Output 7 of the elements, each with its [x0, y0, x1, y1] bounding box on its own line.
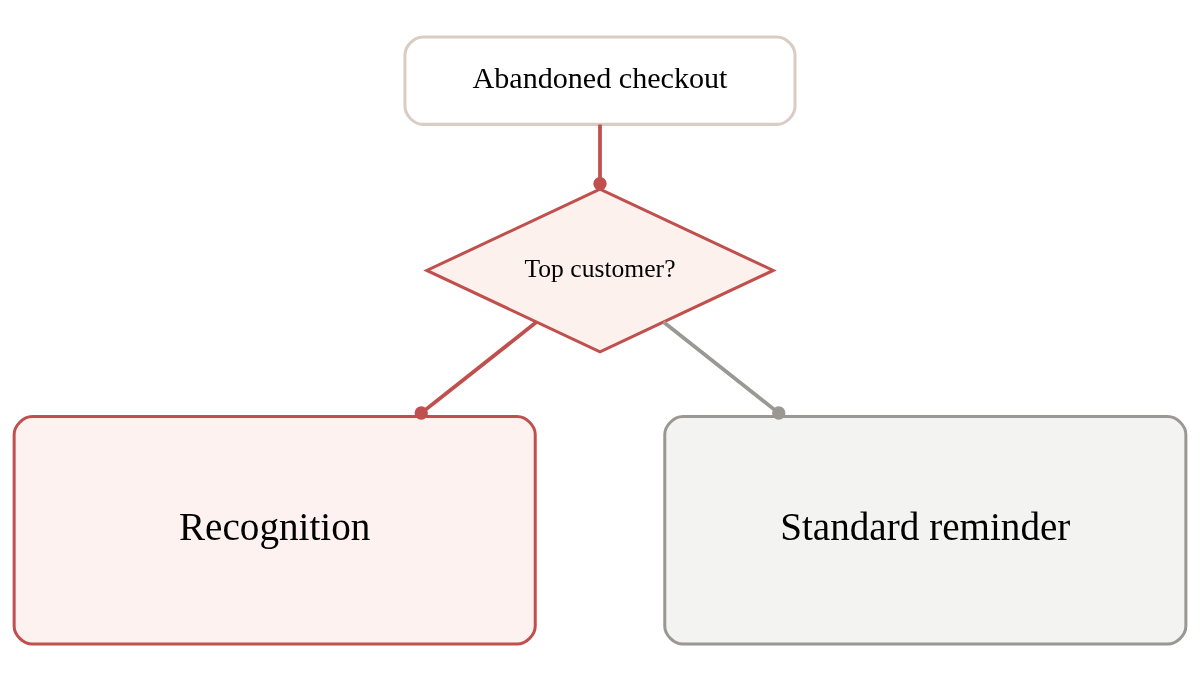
node-box: Standard reminder: [663, 414, 1188, 645]
connector: [414, 320, 538, 420]
node-box: Abandoned checkout: [403, 35, 797, 126]
node-box: Recognition: [12, 414, 537, 645]
node-diamond: Top customer?: [423, 186, 777, 353]
connector: [593, 124, 607, 190]
connector: [662, 320, 786, 420]
